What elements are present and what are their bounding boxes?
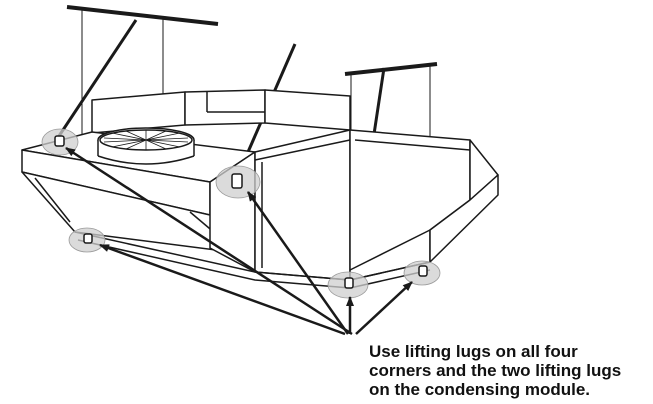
caption-line-3: on the condensing module. [369,380,590,399]
cable-front-left [57,19,138,137]
right-spreader-bar [344,62,438,76]
caption-line-2: corners and the two lifting lugs [369,361,622,380]
arrow-to-lug-3 [99,243,346,336]
arrow-to-lug-2 [246,191,350,335]
arrow-to-lug-1 [65,146,353,336]
left-spreader-bar [66,5,219,26]
caption-line-1: Use lifting lugs on all four [369,342,578,361]
spreader-bars [66,5,438,76]
lifting-instruction-caption: Use lifting lugs on all four corners and… [369,342,653,399]
arrow-to-lug-5 [355,281,413,335]
rooftop-unit [21,89,499,289]
pointer-arrows [65,146,413,336]
